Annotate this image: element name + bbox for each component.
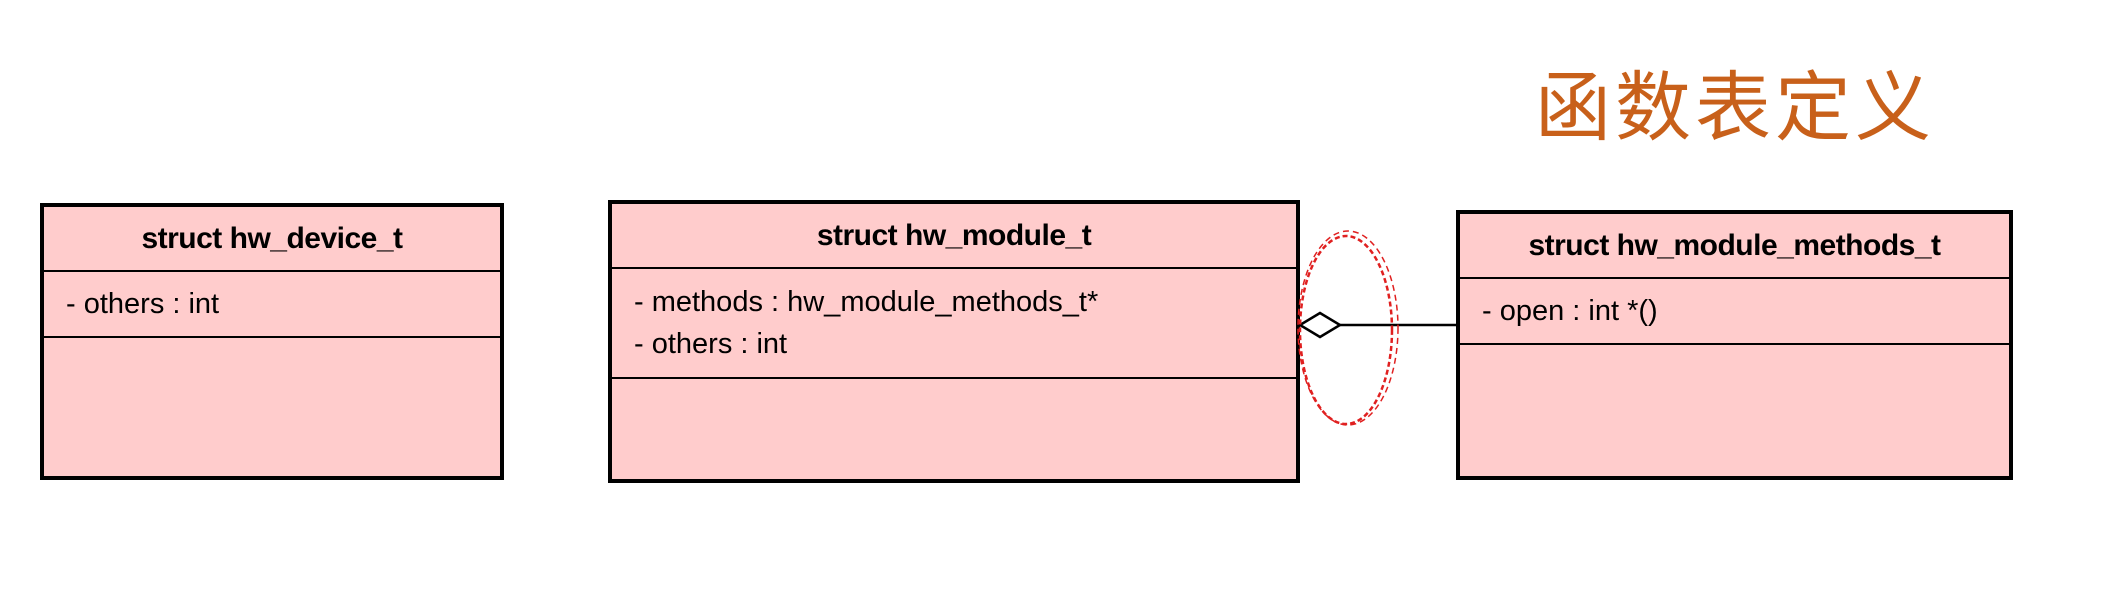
- class-hw-device-t[interactable]: struct hw_device_t - others : int: [40, 203, 504, 480]
- attribute: - open : int *(): [1482, 295, 1658, 327]
- attribute-compartment: - open : int *(): [1460, 279, 2009, 345]
- highlight-ellipse: [1297, 230, 1399, 426]
- class-name: struct hw_module_methods_t: [1460, 214, 2009, 279]
- class-name: struct hw_device_t: [44, 207, 500, 272]
- class-hw-module-methods-t[interactable]: struct hw_module_methods_t - open : int …: [1456, 210, 2013, 480]
- attribute-compartment: - others : int: [44, 272, 500, 338]
- aggregation-diamond-icon: [1297, 311, 1343, 339]
- diagram-caption: 函数表定义: [1535, 63, 1935, 152]
- attribute-compartment: - methods : hw_module_methods_t* - other…: [612, 269, 1296, 379]
- attribute: - others : int: [66, 288, 220, 320]
- class-name: struct hw_module_t: [612, 204, 1296, 269]
- attribute: - methods : hw_module_methods_t*: [634, 286, 1099, 318]
- attribute: - others : int: [634, 328, 788, 360]
